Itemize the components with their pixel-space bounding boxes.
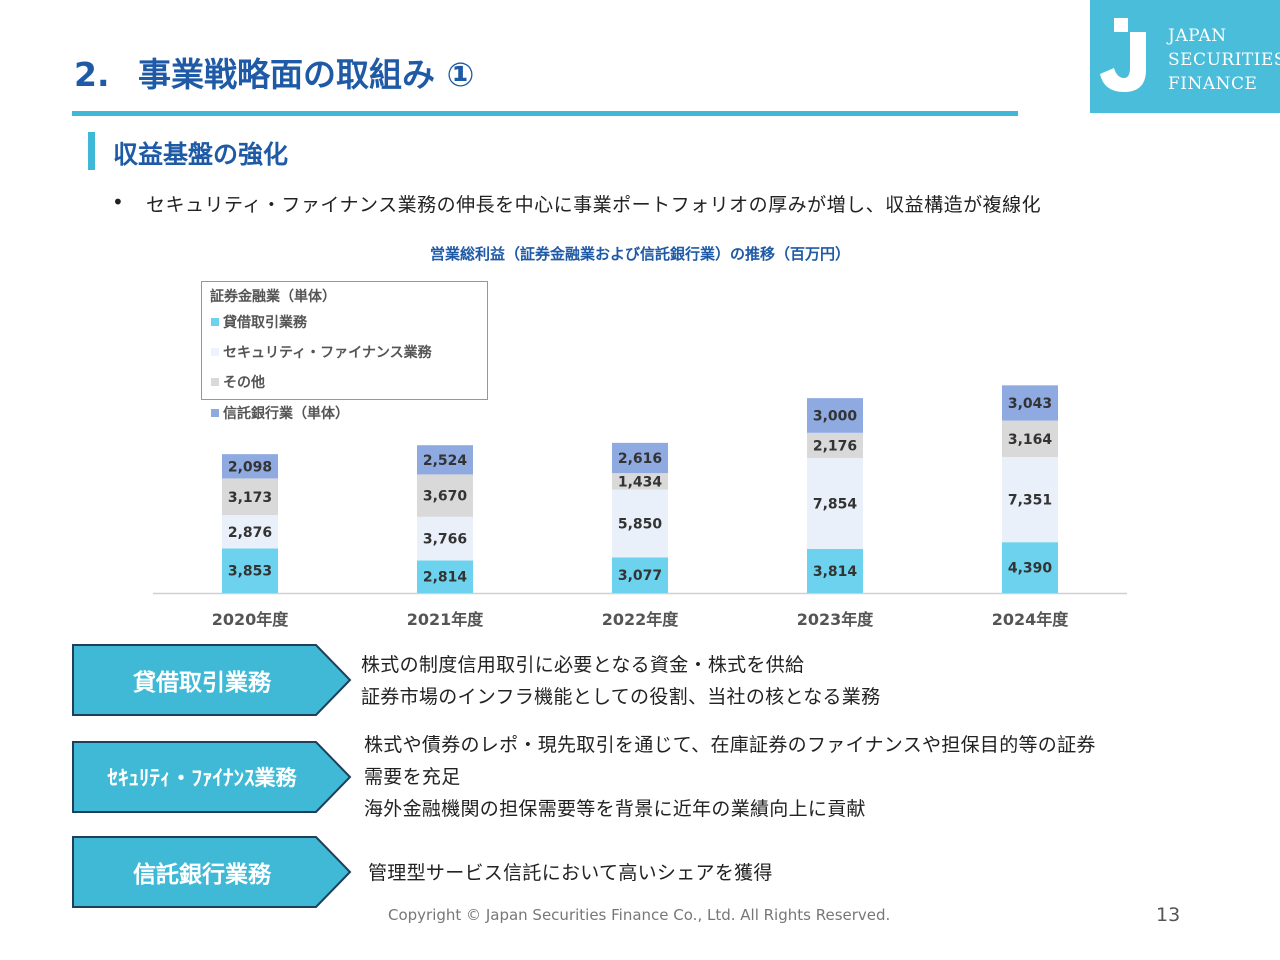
page-title-text: 事業戦略面の取組み ① (138, 55, 475, 94)
bar-segment (1002, 385, 1058, 421)
business-desc-trust-bank: 管理型サービス信託において高いシェアを獲得 (368, 857, 773, 889)
x-tick-label: 2022年度 (602, 610, 680, 629)
bar-value-label: 7,351 (1008, 493, 1052, 509)
bar-value-label: 2,616 (618, 451, 662, 467)
business-desc-security-finance: 株式や債券のレポ・現先取引を通じて、在庫証券のファイナンスや担保目的等の証券 需… (364, 729, 1096, 825)
bar-value-label: 3,670 (423, 489, 468, 505)
business-desc-line: 株式や債券のレポ・現先取引を通じて、在庫証券のファイナンスや担保目的等の証券 (364, 734, 1096, 756)
logo-line: SECURITIES (1168, 50, 1280, 70)
page-title: 2. 事業戦略面の取組み ① (74, 48, 474, 96)
bar-segment (807, 548, 863, 593)
bar-value-label: 2,098 (228, 459, 272, 475)
legend-group-title: 証券金融業（単体） (210, 289, 336, 305)
bar-segment (222, 515, 278, 549)
bar-segment (222, 478, 278, 516)
business-desc-line: 管理型サービス信託において高いシェアを獲得 (368, 862, 773, 884)
bar-value-label: 5,850 (618, 517, 663, 533)
bar-value-label: 3,043 (1008, 396, 1052, 412)
bullet-text: セキュリティ・ファイナンス業務の伸長を中心に事業ポートフォリオの厚みが増し、収益… (146, 194, 1042, 216)
logo-wordmark: JAPAN SECURITIES FINANCE (1168, 24, 1280, 96)
bullet-dot: • (112, 190, 124, 214)
x-tick-label: 2020年度 (212, 610, 290, 629)
business-arrow-security-finance (72, 741, 352, 813)
business-label-security-finance: ｾｷｭﾘﾃｨ・ﾌｧｲﾅﾝｽ業務 (107, 766, 297, 790)
bar-value-label: 3,853 (228, 564, 272, 580)
bar-value-label: 3,814 (813, 564, 858, 580)
x-tick-label: 2023年度 (797, 610, 875, 629)
section-title: 収益基盤の強化 (113, 140, 289, 169)
bar-segment (807, 458, 863, 549)
bar-segment (417, 560, 473, 593)
page-title-number: 2. (74, 55, 110, 94)
business-desc-lending: 株式の制度信用取引に必要となる資金・株式を供給 証券市場のインフラ機能としての役… (361, 649, 880, 713)
bar-segment (417, 516, 473, 561)
company-logo: JAPAN SECURITIES FINANCE (1090, 0, 1280, 113)
bar-segment (807, 432, 863, 459)
bar-segment (417, 474, 473, 517)
logo-line: JAPAN (1168, 26, 1227, 46)
bar-segment (222, 454, 278, 479)
x-tick-label: 2024年度 (992, 610, 1070, 629)
copyright-notice: Copyright © Japan Securities Finance Co.… (388, 906, 891, 924)
legend-swatch-other (211, 378, 219, 386)
bar-segment (612, 442, 668, 474)
logo-line: FINANCE (1168, 74, 1258, 94)
legend-item-security-finance: セキュリティ・ファイナンス業務 (223, 345, 432, 361)
legend-item-other: その他 (223, 375, 265, 391)
bar-segment (807, 398, 863, 433)
bar-segment (417, 445, 473, 475)
bar-value-label: 2,524 (423, 453, 468, 469)
bar-value-label: 3,766 (423, 532, 467, 548)
bar-value-label: 3,077 (618, 568, 662, 584)
legend-item-trust-bank: 信託銀行業（単体） (223, 406, 349, 422)
bar-value-label: 2,176 (813, 438, 857, 454)
legend-swatch-trust-bank (211, 409, 219, 417)
bar-value-label: 7,854 (813, 496, 858, 512)
business-label-trust-bank: 信託銀行業務 (133, 862, 271, 888)
bar-segment (222, 548, 278, 593)
j-logo-icon (1100, 18, 1146, 92)
bar-segment (612, 473, 668, 490)
business-desc-line: 需要を充足 (364, 766, 461, 788)
bar-value-label: 3,173 (228, 490, 272, 506)
bar-value-label: 2,814 (423, 570, 468, 586)
legend-item-lending: 貸借取引業務 (223, 315, 307, 331)
legend-swatch-security-finance (211, 348, 219, 356)
business-arrow-lending (72, 644, 352, 716)
bar-value-label: 1,434 (618, 474, 663, 490)
business-label-lending: 貸借取引業務 (133, 670, 271, 696)
bar-segment (612, 557, 668, 593)
bar-value-label: 2,876 (228, 525, 272, 541)
title-underline (72, 111, 1018, 116)
bar-segment (1002, 420, 1058, 458)
business-arrow-trust-bank (72, 836, 352, 908)
business-desc-line: 証券市場のインフラ機能としての役割、当社の核となる業務 (361, 686, 881, 708)
bar-value-label: 4,390 (1008, 561, 1053, 577)
bar-segment (612, 489, 668, 558)
bar-segment (1002, 457, 1058, 543)
page-number: 13 (1156, 904, 1181, 926)
business-desc-line: 海外金融機関の担保需要等を背景に近年の業績向上に貢献 (364, 798, 866, 820)
x-tick-label: 2021年度 (407, 610, 485, 629)
chart-title: 営業総利益（証券金融業および信託銀行業）の推移（百万円） (429, 245, 850, 263)
business-desc-line: 株式の制度信用取引に必要となる資金・株式を供給 (361, 654, 805, 676)
legend-group-box (201, 281, 488, 400)
bar-value-label: 3,000 (813, 408, 858, 424)
bar-value-label: 3,164 (1008, 432, 1053, 448)
legend-swatch-lending (211, 318, 219, 326)
bar-segment (1002, 542, 1058, 593)
section-marker (88, 132, 95, 170)
